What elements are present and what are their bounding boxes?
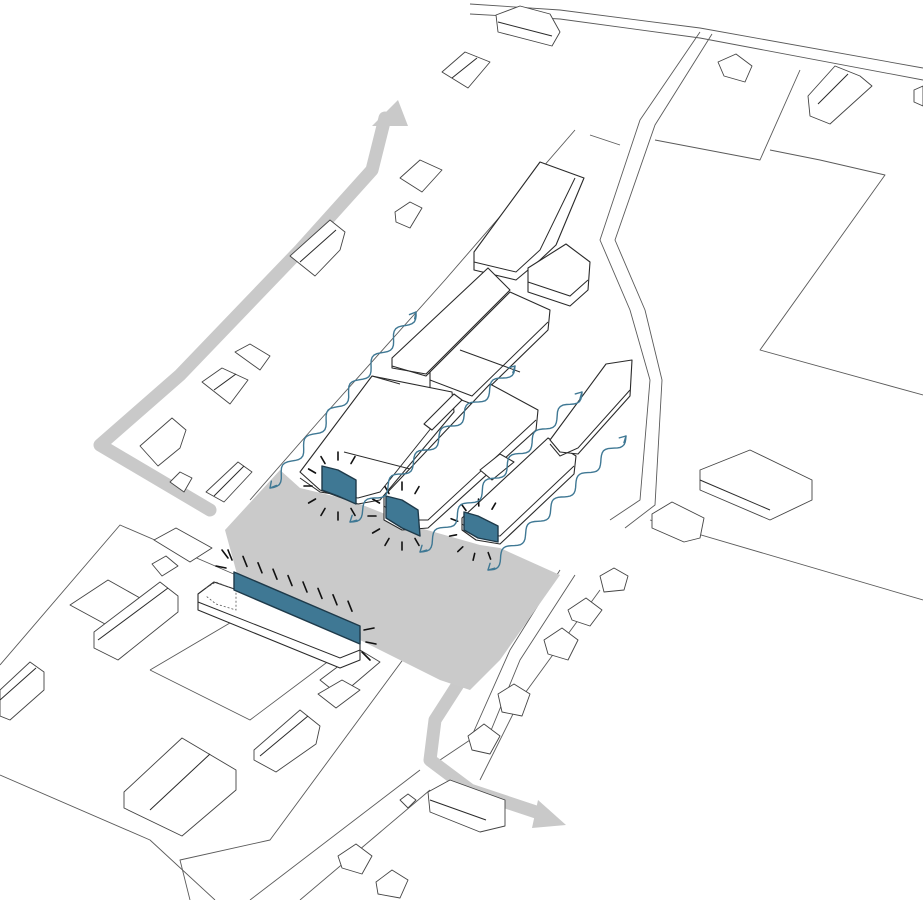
- emphasis-ray: [215, 565, 227, 569]
- emphasis-ray: [307, 498, 317, 504]
- flow-wave: [269, 311, 417, 489]
- emphasis-ray: [472, 552, 476, 562]
- flow-wave: [349, 365, 516, 523]
- emphasis-ray: [287, 574, 293, 587]
- flow-arrowhead: [349, 514, 358, 523]
- flow-arrowhead: [574, 391, 583, 400]
- emphasis-ray: [384, 537, 390, 547]
- emphasis-ray: [456, 545, 464, 553]
- emphasis-ray: [487, 551, 492, 560]
- flow-arrowhead: [618, 435, 627, 444]
- emphasis-ray: [371, 528, 381, 534]
- emphasis-ray: [242, 555, 248, 568]
- flow-arrowhead: [507, 365, 516, 374]
- building-east-tower: [549, 359, 633, 455]
- emphasis-ray: [320, 455, 326, 465]
- flow-arrowhead: [487, 562, 496, 571]
- context-houses: [0, 5, 923, 899]
- emphasis-ray: [361, 651, 371, 661]
- facade-row3-right: [463, 511, 499, 543]
- emphasis-ray: [272, 568, 278, 581]
- emphasis-ray: [491, 502, 497, 511]
- emphasis-ray: [350, 507, 356, 517]
- emphasis-rays: [215, 451, 497, 661]
- emphasis-ray: [257, 561, 263, 574]
- accent-facades: [233, 465, 499, 645]
- central-plaza: [225, 470, 560, 690]
- emphasis-ray: [448, 533, 458, 537]
- building-south-bar: [197, 581, 361, 669]
- emphasis-ray: [363, 627, 375, 631]
- emphasis-ray: [320, 507, 326, 517]
- facade-row3-left: [321, 465, 357, 505]
- facade-row3-middle: [385, 495, 421, 537]
- building-north-block: [527, 243, 591, 307]
- flow-arrows: [269, 311, 627, 571]
- emphasis-ray: [227, 549, 233, 561]
- emphasis-ray: [371, 498, 381, 504]
- emphasis-ray: [302, 581, 308, 593]
- emphasis-ray: [221, 549, 229, 559]
- context-lines: [0, 3, 923, 900]
- route-arrow-southeast: [532, 800, 566, 828]
- proposed-buildings: [197, 161, 633, 669]
- emphasis-ray: [414, 485, 420, 495]
- flow-arrowhead: [408, 311, 417, 320]
- route-arrow-north: [372, 100, 408, 126]
- flow-arrowhead: [419, 544, 428, 553]
- emphasis-ray: [307, 468, 317, 474]
- emphasis-ray: [317, 587, 323, 600]
- emphasis-ray: [414, 537, 420, 547]
- facade-south-bar: [233, 571, 361, 645]
- flow-arrowhead: [269, 480, 278, 489]
- emphasis-ray: [365, 641, 377, 645]
- emphasis-ray: [347, 600, 353, 613]
- emphasis-ray: [332, 593, 338, 606]
- emphasis-ray: [350, 455, 356, 465]
- building-row3-middle: [383, 383, 539, 531]
- flow-wave: [419, 391, 583, 553]
- building-north-curve: [473, 161, 585, 281]
- flow-wave: [487, 435, 627, 571]
- emphasis-ray: [461, 503, 467, 512]
